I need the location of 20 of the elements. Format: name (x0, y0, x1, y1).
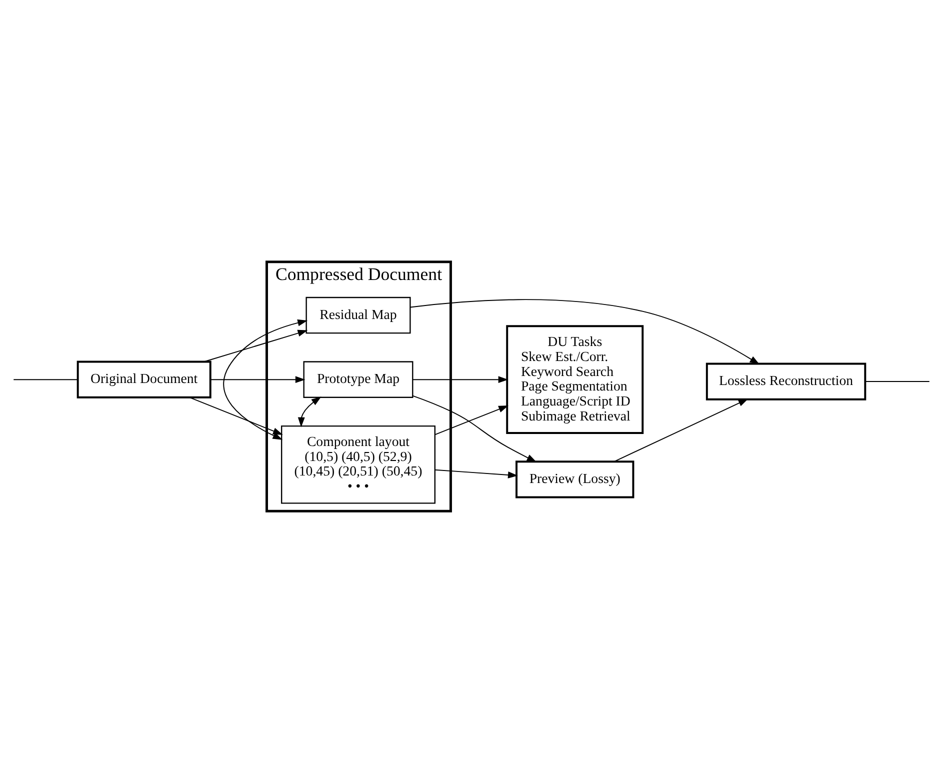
arrow (614, 398, 748, 462)
arrow (434, 469, 518, 478)
node-box: Prototype Map (303, 361, 414, 398)
node-box: Component layout (10,5) (40,5) (52,9) (10,45) (20,51) (50,45) • • • (281, 425, 436, 504)
arrow (412, 395, 537, 462)
arrow (298, 396, 322, 428)
connector (864, 381, 930, 382)
arrow (203, 330, 308, 362)
arrow (412, 376, 508, 384)
arrow (410, 299, 760, 364)
node-box: Lossless Reconstruction (706, 362, 866, 400)
node-box: Original Document (76, 360, 212, 398)
node-box: Residual Map (306, 296, 411, 334)
arrow (189, 396, 283, 435)
node-box: DU Tasks Skew Est./Corr. Keyword Search Page Segmentation Language/Script ID Subimage Retrieval (506, 325, 644, 434)
arrow (434, 406, 508, 436)
arrow (223, 319, 308, 440)
connector (13, 379, 78, 380)
node-box: Preview (Lossy) (516, 460, 634, 498)
arrow (210, 376, 306, 384)
